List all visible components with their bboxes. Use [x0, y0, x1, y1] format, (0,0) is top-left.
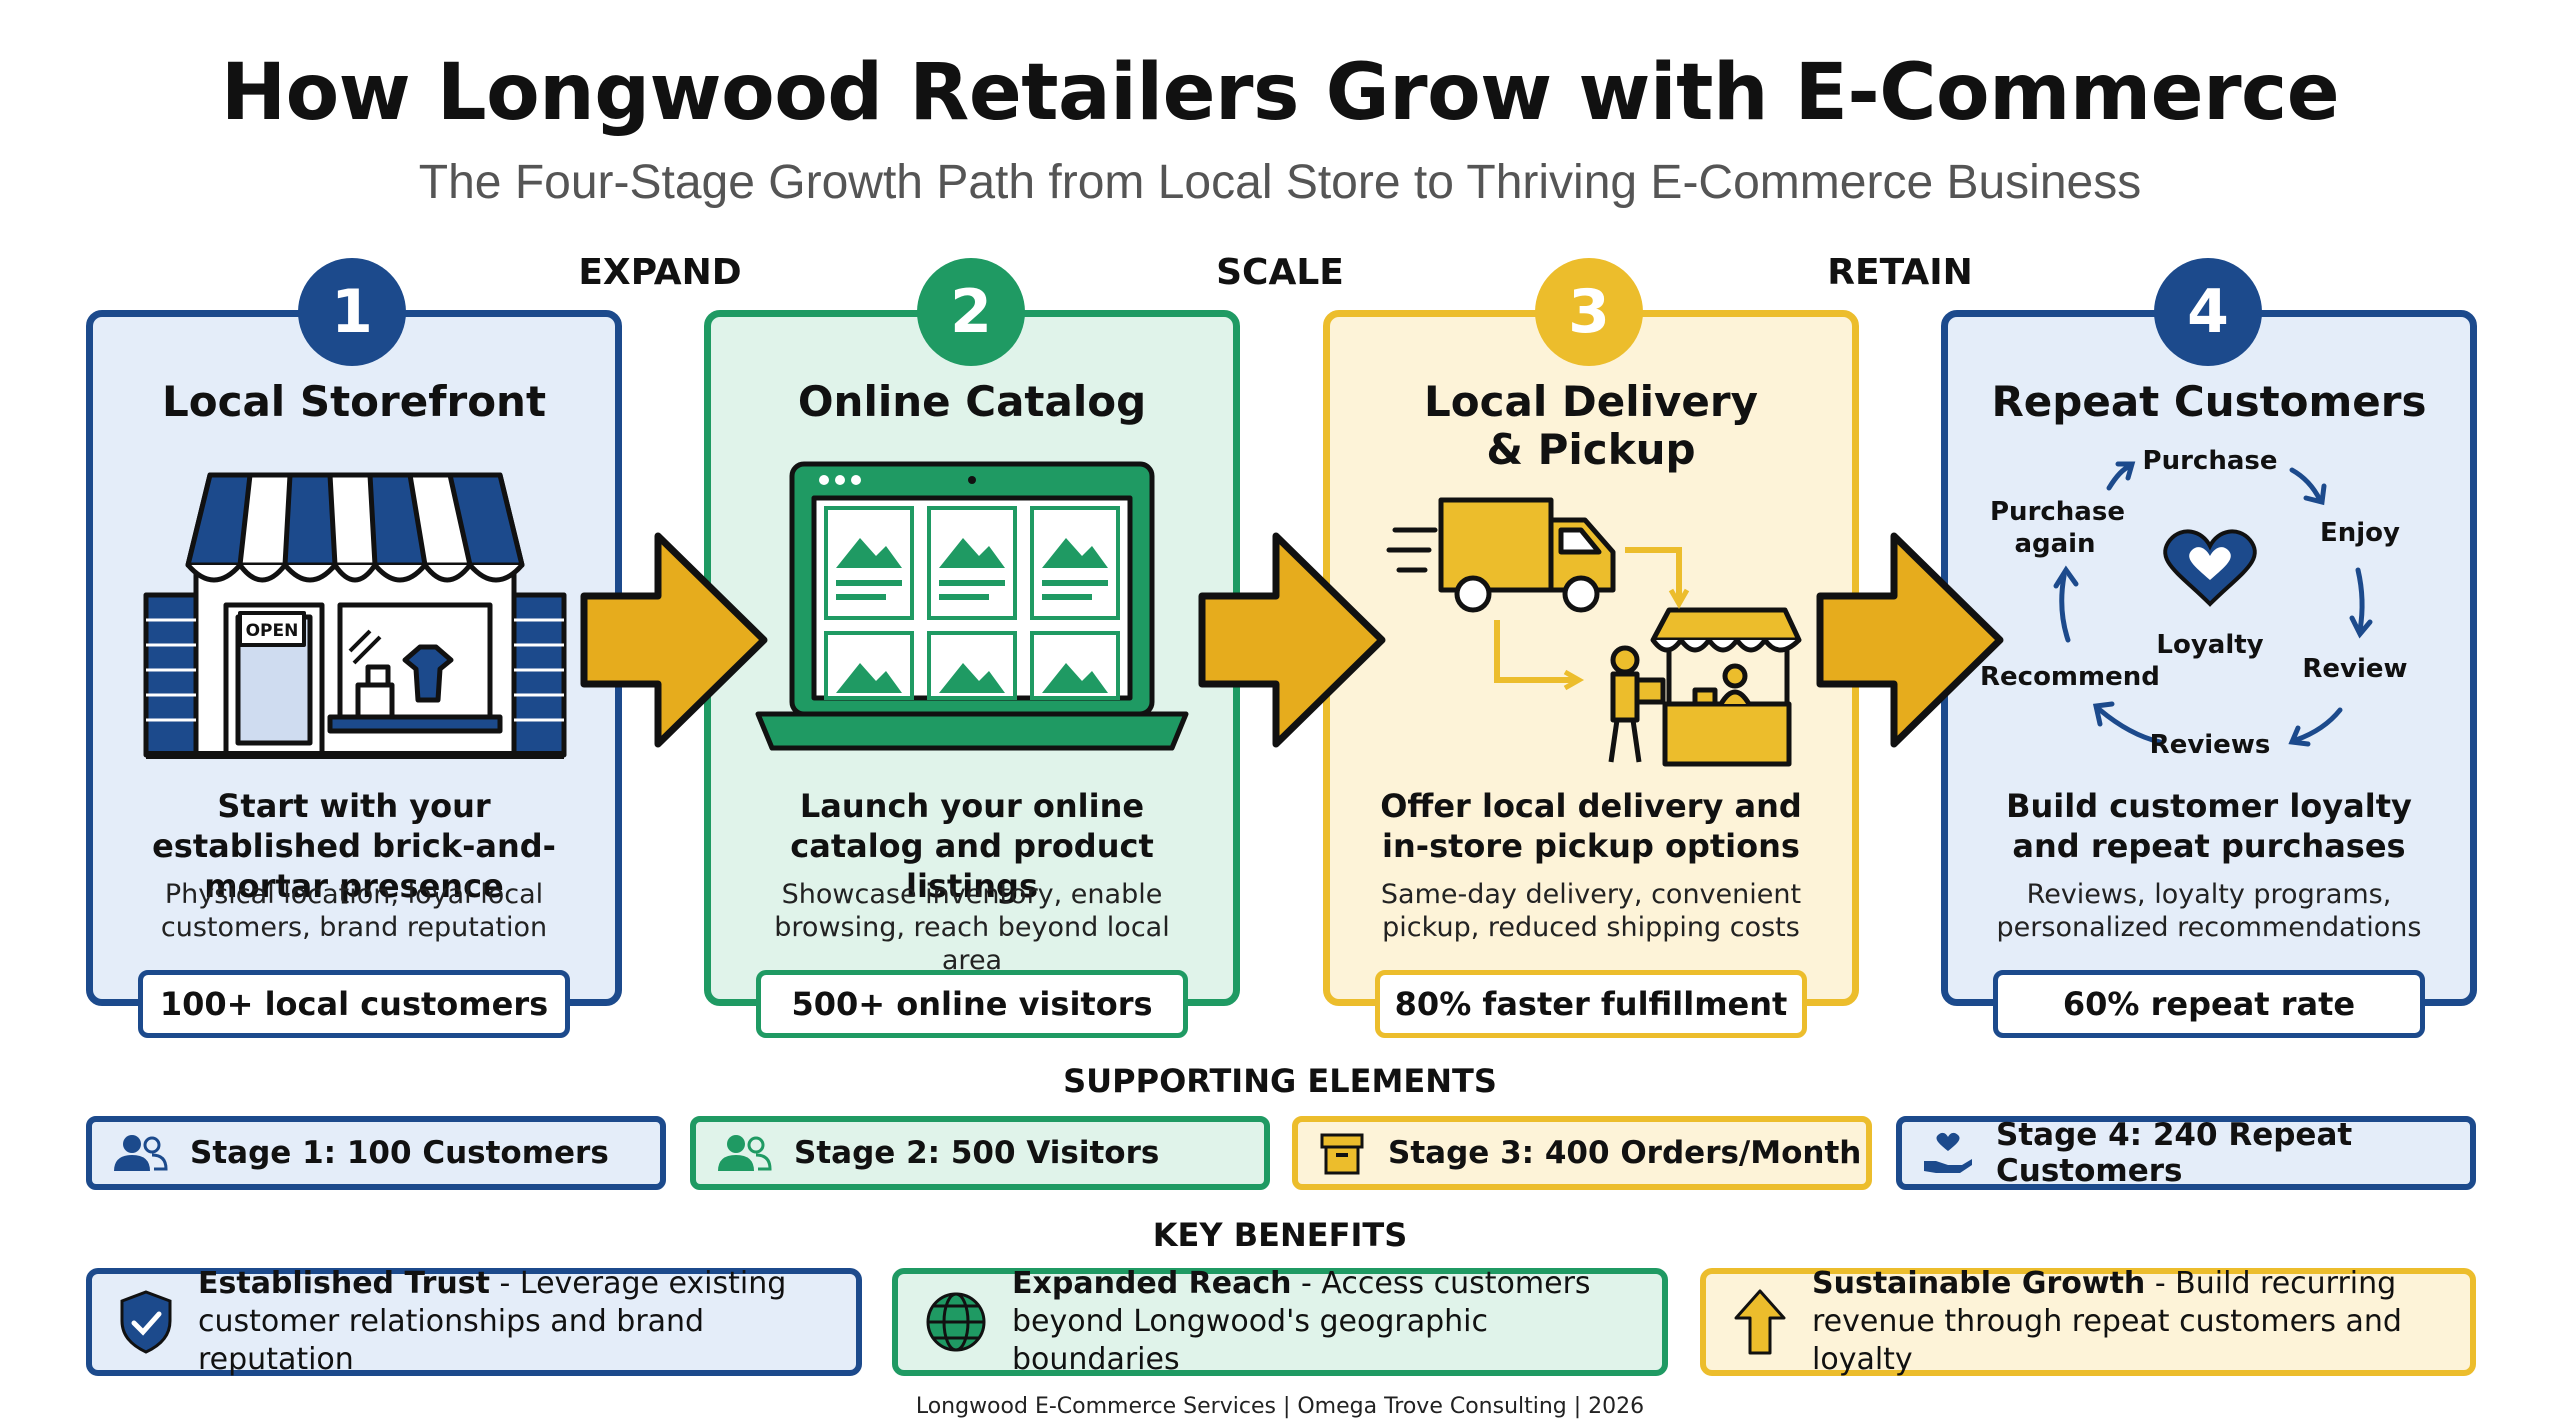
stage-3-badge: 3	[1535, 258, 1643, 366]
arrow-label-expand: EXPAND	[578, 252, 742, 293]
cycle-label-loyalty: Loyalty	[2156, 630, 2264, 660]
page-title: How Longwood Retailers Grow with E-Comme…	[220, 48, 2340, 138]
supporting-item-3: Stage 3: 400 Orders/Month	[1292, 1116, 1872, 1190]
delivery-pickup-icon	[1386, 497, 1802, 767]
stage-1-details: Physical location, loyal local customers…	[160, 879, 548, 943]
supporting-item-1: Stage 1: 100 Customers	[86, 1116, 666, 1190]
cycle-label-purchase-again: Purchase again	[1990, 497, 2125, 559]
benefit-2-text: Expanded Reach - Access customers beyond…	[1012, 1265, 1662, 1379]
retain-arrow-icon	[1816, 532, 2004, 748]
benefit-3-title: Sustainable Growth	[1812, 1266, 2146, 1301]
stage-1-metric: 100+ local customers	[138, 970, 570, 1038]
stage-1-title: Local Storefront	[161, 377, 547, 426]
supporting-item-4-label: Stage 4: 240 Repeat Customers	[1996, 1117, 2353, 1189]
stage-3-title-line2: & Pickup	[1486, 425, 1696, 474]
benefits-heading: KEY BENEFITS	[1152, 1216, 1408, 1254]
users-icon	[718, 1135, 772, 1171]
stage-2-details: Showcase inventory, enable browsing, rea…	[774, 879, 1170, 976]
stage-4-description: Build customer loyalty and repeat purcha…	[2006, 787, 2412, 865]
loyalty-cycle: Loyalty Purchase Enjoy Review Reviews Re…	[1980, 440, 2440, 770]
stage-3-details: Same-day delivery, convenient pickup, re…	[1380, 879, 1802, 943]
scale-arrow-icon	[1198, 532, 1386, 748]
users-icon	[114, 1135, 168, 1171]
page-subtitle: The Four-Stage Growth Path from Local St…	[418, 156, 2142, 209]
stage-2-title: Online Catalog	[797, 377, 1147, 426]
arrow-label-scale: SCALE	[1216, 252, 1344, 293]
stage-4-details: Reviews, loyalty programs, personalized …	[1996, 879, 2422, 943]
stage-3-description: Offer local delivery and in-store pickup…	[1380, 787, 1802, 865]
laptop-catalog-icon	[755, 461, 1189, 751]
benefit-2-body: - Access customers beyond Longwood's geo…	[1012, 1266, 1591, 1377]
supporting-item-1-label: Stage 1: 100 Customers	[190, 1135, 609, 1171]
stage-card-4	[1941, 310, 2477, 1006]
cycle-label-purchase: Purchase	[2142, 446, 2278, 476]
supporting-item-4: Stage 4: 240 Repeat Customers	[1896, 1116, 2476, 1190]
benefit-2-title: Expanded Reach	[1012, 1266, 1292, 1301]
supporting-item-2: Stage 2: 500 Visitors	[690, 1116, 1270, 1190]
open-sign-text: OPEN	[246, 621, 299, 641]
benefit-3-text: Sustainable Growth - Build recurring rev…	[1812, 1265, 2470, 1379]
expand-arrow-icon	[580, 532, 768, 748]
shield-icon	[120, 1290, 172, 1354]
stage-4-badge: 4	[2154, 258, 2262, 366]
benefit-established-trust: Established Trust - Leverage existing cu…	[86, 1265, 862, 1379]
stage-3-metric: 80% faster fulfillment	[1375, 970, 1807, 1038]
benefit-3-body: - Build recurring revenue through repeat…	[1812, 1266, 2402, 1377]
storefront-icon: OPEN	[143, 472, 567, 759]
stage-1-badge: 1	[298, 258, 406, 366]
benefit-1-body: - Leverage existing customer relationshi…	[198, 1266, 787, 1377]
cycle-label-reviews: Reviews	[2149, 730, 2271, 760]
stage-3-title: Local Delivery & Pickup	[1323, 378, 1859, 474]
cycle-label-review: Review	[2302, 654, 2408, 684]
benefit-sustainable-growth: Sustainable Growth - Build recurring rev…	[1700, 1265, 2476, 1379]
cycle-label-enjoy: Enjoy	[2320, 518, 2400, 548]
stage-4-title: Repeat Customers	[1991, 377, 2427, 426]
stage-2-badge: 2	[917, 258, 1025, 366]
benefit-1-text: Established Trust - Leverage existing cu…	[198, 1265, 856, 1379]
supporting-heading: SUPPORTING ELEMENTS	[1063, 1062, 1497, 1100]
footer-credits: Longwood E-Commerce Services | Omega Tro…	[915, 1394, 1645, 1419]
supporting-item-2-label: Stage 2: 500 Visitors	[794, 1135, 1160, 1171]
stage-1-description: Start with your established brick-and-mo…	[152, 787, 556, 905]
stage-2-metric: 500+ online visitors	[756, 970, 1188, 1038]
benefit-expanded-reach: Expanded Reach - Access customers beyond…	[892, 1265, 1668, 1379]
cycle-arrows-icon	[2053, 461, 2373, 747]
stage-2-description: Launch your online catalog and product l…	[790, 787, 1154, 905]
up-arrow-icon	[1734, 1289, 1786, 1355]
heart-hand-icon	[1924, 1132, 1972, 1173]
cycle-label-recommend: Recommend	[1980, 662, 2160, 692]
supporting-item-3-label: Stage 3: 400 Orders/Month	[1388, 1135, 1862, 1171]
benefit-1-title: Established Trust	[198, 1266, 490, 1301]
stage-3-title-line1: Local Delivery	[1424, 377, 1758, 426]
box-icon	[1320, 1133, 1364, 1175]
stage-4-metric: 60% repeat rate	[1993, 970, 2425, 1038]
arrow-label-retain: RETAIN	[1827, 252, 1973, 293]
globe-icon	[926, 1292, 986, 1352]
